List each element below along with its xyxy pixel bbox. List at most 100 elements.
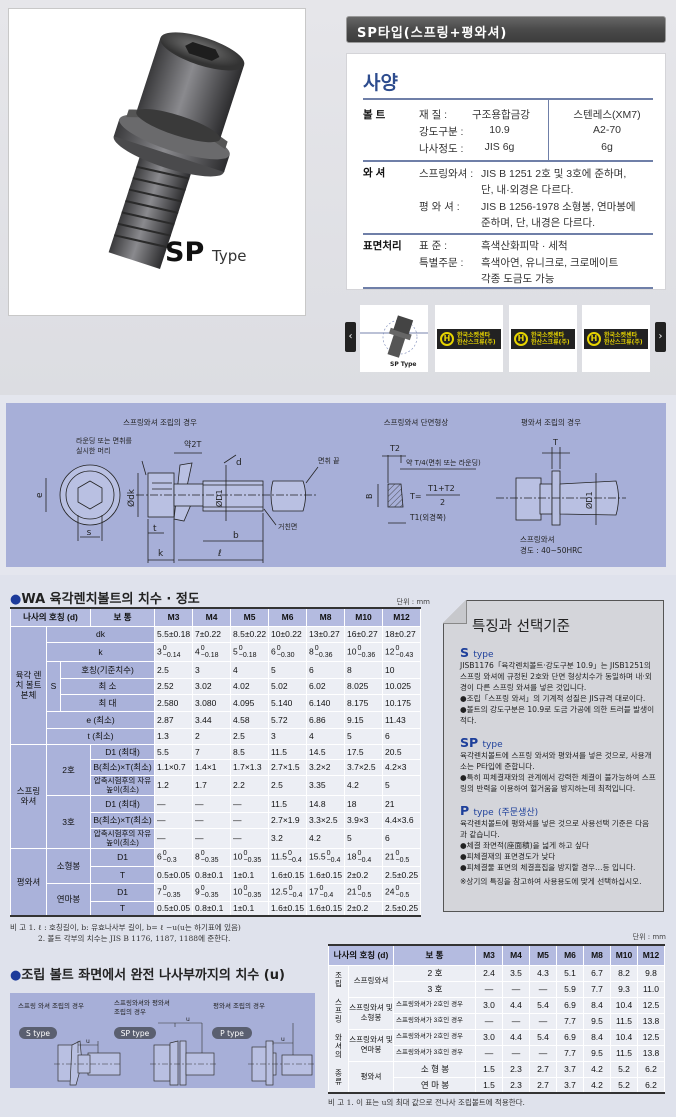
- row-label: D1 (최대): [90, 743, 156, 760]
- divider: [548, 100, 549, 160]
- row-label: T: [90, 900, 156, 917]
- header-cell-size: M4: [192, 607, 232, 627]
- tolerance: 0−0.3: [163, 850, 177, 864]
- spec-key: 강도구분 :: [419, 126, 464, 138]
- tolerance-upper: 0: [243, 885, 248, 892]
- divider: [363, 233, 653, 235]
- table-cell: 11.5: [610, 1012, 638, 1030]
- header-cell-size: M3: [154, 607, 194, 627]
- divider: [363, 287, 653, 289]
- spec-key: 나사정도 :: [419, 143, 464, 155]
- row-label: 연 마 봉: [393, 1076, 476, 1094]
- tolerance: 0−0.18: [201, 645, 219, 659]
- row-label: 스프링와셔가 2호인 경우: [393, 1028, 476, 1046]
- table-cell: 3.44: [192, 710, 232, 729]
- row-sub-label: 3호: [45, 794, 92, 849]
- row-label: T: [90, 865, 156, 884]
- diagram-label: T1+T2: [427, 484, 455, 493]
- feature-line: ●체결 좌면적(座面積)을 넓게 하고 싶다: [460, 841, 589, 850]
- tolerance-lower: −0.5: [395, 892, 410, 899]
- tolerance: 0−0.35: [244, 885, 262, 899]
- table-cell: 5.4: [529, 1028, 557, 1046]
- thumb-next-button[interactable]: ›: [655, 322, 666, 352]
- table-cell: 2.3: [502, 1076, 530, 1094]
- tolerance: 0−0.4: [289, 885, 303, 899]
- tolerance-upper: 0: [162, 885, 167, 892]
- size-table-title-text: WA 육각렌치볼트의 치수 · 정도: [21, 592, 200, 607]
- type-name: P: [460, 803, 470, 818]
- bullet-icon: ●: [10, 592, 22, 607]
- p-type-badge: P type: [220, 1029, 244, 1038]
- header-cell-size: M3: [475, 944, 503, 966]
- table-cell: 2.7×1.9: [268, 811, 308, 829]
- value-base: 17: [309, 886, 319, 897]
- photo-caption-sp: SP: [165, 237, 205, 268]
- table-cell: 1.3: [154, 727, 194, 745]
- size-table-heading-row: ●WA 육각렌치볼트의 치수 · 정도 단위 : mm: [10, 588, 430, 607]
- type-suffix: type: [473, 650, 494, 660]
- table-cell: 5.5: [154, 743, 194, 760]
- u-label: u: [186, 1016, 190, 1023]
- folded-corner: [443, 600, 467, 624]
- value-base: 8: [195, 851, 200, 862]
- row-label: D1 (최대): [90, 794, 156, 813]
- header-cell-size: M5: [230, 607, 270, 627]
- thumb-prev-button[interactable]: ‹: [345, 322, 356, 352]
- table-cell: 4: [306, 727, 346, 745]
- header-cell: 보 통: [393, 944, 476, 966]
- table-cell: 9.8: [637, 964, 665, 982]
- feature-line: ●특히 피체결재와의 관계에서 강력한 체결이 불가능하여 스프링의 반력을 이…: [460, 773, 656, 793]
- tolerance: 0−0.4: [358, 850, 372, 864]
- s-type-badge: S type: [26, 1029, 50, 1038]
- table-cell: 7.7: [556, 1012, 584, 1030]
- table-cell: 5.72: [268, 710, 308, 729]
- table-cell: 17.5: [344, 743, 384, 760]
- diagram-label: b: [233, 531, 239, 541]
- table-cell: 18±0.27: [382, 625, 422, 643]
- table-cell: 2±0.2: [344, 865, 384, 884]
- logo-mark-icon: H: [440, 332, 454, 346]
- table-cell: —: [192, 794, 232, 813]
- table-cell: 14.8: [306, 794, 346, 813]
- table-cell: 16±0.27: [344, 625, 384, 643]
- thumbnail-1[interactable]: SP Type: [360, 305, 428, 372]
- diagram-label: B: [365, 494, 374, 500]
- type-name: S: [460, 645, 470, 660]
- u-label: u: [281, 1036, 285, 1043]
- table-cell: —: [154, 827, 194, 849]
- table-cell: 5.5±0.18: [154, 625, 194, 643]
- row-sub-label: 연마봉: [45, 882, 92, 917]
- table-cell: 7: [192, 743, 232, 760]
- row-group-label: 평와셔: [10, 847, 47, 917]
- table-cell: 10: [382, 660, 422, 679]
- diagram-label: d: [236, 458, 242, 468]
- value-base: 21: [347, 886, 357, 897]
- table-cell: 10.025: [382, 677, 422, 695]
- table-cell: 0.8±0.1: [192, 900, 232, 917]
- tolerance-upper: 0: [162, 644, 167, 652]
- unit-label: 단위 : mm: [396, 598, 430, 606]
- table-cell: 11.5: [268, 794, 308, 813]
- table-cell: —: [475, 1044, 503, 1062]
- table-cell: 13.8: [637, 1044, 665, 1062]
- diagram-label: T: [552, 438, 558, 447]
- row-label: 스프링와셔가 3호인 경우: [393, 1044, 476, 1062]
- u-diagram-panel: 스프링 와셔 조립의 경우 스프링와셔와 평와셔 조립의 경우 평와셔 조립의 …: [10, 993, 315, 1088]
- table-cell: 8.5: [230, 743, 270, 760]
- header-cell-size: M12: [382, 607, 422, 627]
